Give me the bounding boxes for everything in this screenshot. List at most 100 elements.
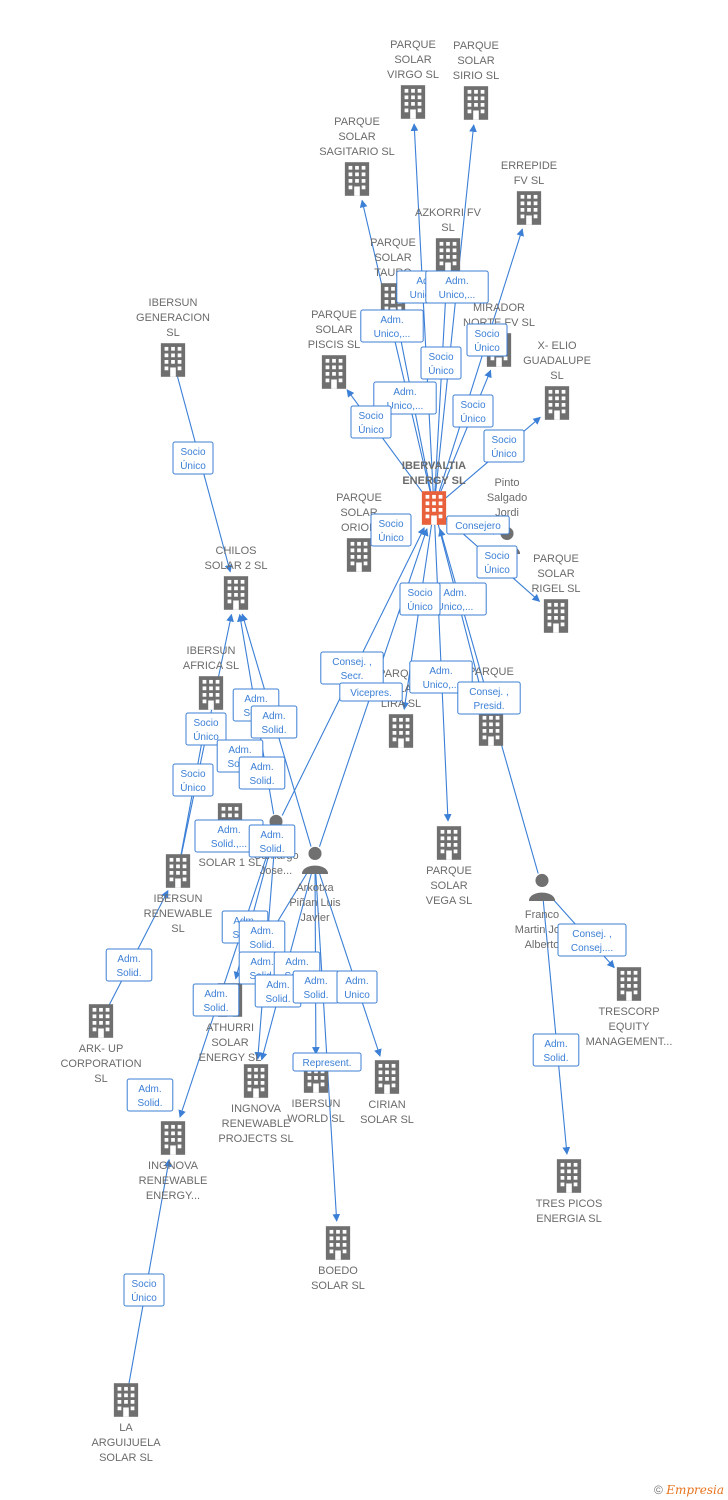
- node-label-azkorri: SL: [441, 222, 454, 234]
- edge-label[interactable]: Adm.Solid.: [238, 756, 286, 790]
- edge-label[interactable]: Adm.Solid.: [254, 974, 302, 1008]
- edge-label-text: Único: [474, 341, 500, 354]
- edge-label[interactable]: Consej. ,Consej....: [557, 923, 627, 957]
- edge-label[interactable]: Adm.Solid.: [105, 948, 153, 982]
- building-icon: [435, 238, 461, 272]
- edge-label[interactable]: Adm.Solid.: [192, 983, 240, 1017]
- node-label-chilos: CHILOS: [216, 545, 257, 557]
- node-label-vega: SOLAR: [430, 880, 467, 892]
- edge-label[interactable]: Adm.Solid.: [126, 1078, 174, 1112]
- edge-label-text: Único: [131, 1291, 157, 1304]
- edge-label[interactable]: Consej. ,Secr.: [320, 651, 384, 685]
- node-trescorp[interactable]: TRESCORPEQUITYMANAGEMENT...: [586, 967, 673, 1048]
- edge-label-box: [399, 582, 441, 616]
- edge-label[interactable]: Adm.Solid.,...: [194, 819, 264, 853]
- node-label-arkotxa: Piñan Luis: [289, 897, 341, 909]
- edge-label-text: Único: [491, 447, 517, 460]
- edge-label-text: Adm.: [445, 276, 468, 287]
- node-label-sirio: SOLAR: [457, 55, 494, 67]
- node-azkorri[interactable]: AZKORRI FV SL: [415, 207, 482, 272]
- node-label-virgo: SOLAR: [394, 54, 431, 66]
- edge-label[interactable]: Represent.: [292, 1052, 362, 1072]
- person-icon: [301, 846, 329, 874]
- node-ingnovaenergy[interactable]: INGNOVARENEWABLEENERGY...: [139, 1121, 208, 1202]
- edge-label[interactable]: Adm.Solid.: [292, 970, 340, 1004]
- edge-label-text: Socio: [407, 588, 432, 599]
- node-label-ibersunafrica: IBERSUN: [187, 645, 236, 657]
- edge-ibervaltia-sagitario: [359, 199, 432, 495]
- building-icon: [165, 854, 191, 888]
- edge-label[interactable]: Adm.Unico: [336, 970, 378, 1004]
- edge-label-box: [360, 309, 424, 343]
- edge-label[interactable]: Adm.Solid.: [250, 705, 298, 739]
- edge-label[interactable]: Adm.Unico,...: [360, 309, 424, 343]
- edge-label-text: Adm.: [262, 711, 285, 722]
- node-label-franco: Alberto: [525, 939, 560, 951]
- edge-label[interactable]: Consej. ,Presid.: [457, 681, 521, 715]
- node-label-azkorri: AZKORRI FV: [415, 207, 482, 219]
- edge-label-text: Solid.,...: [211, 839, 247, 850]
- node-label-cirian: SOLAR SL: [360, 1114, 414, 1126]
- edge-ibervaltia-virgo: [410, 123, 434, 495]
- edge-label[interactable]: Adm.Solid.: [248, 824, 296, 858]
- edge-label-text: Adm.: [250, 957, 273, 968]
- edge-label[interactable]: Vicepres.: [339, 682, 403, 702]
- building-icon: [388, 714, 414, 748]
- edge-label-box: [457, 681, 521, 715]
- edge-label[interactable]: Adm.Solid.: [532, 1033, 580, 1067]
- edge-label[interactable]: Adm.Unico,...: [409, 660, 473, 694]
- edge-label[interactable]: Adm.Unico,...: [425, 270, 489, 304]
- copyright-symbol: ©: [654, 1483, 663, 1497]
- building-icon: [556, 1159, 582, 1193]
- brand-logo[interactable]: Empresia: [666, 1483, 724, 1497]
- building-icon: [346, 538, 372, 572]
- building-icon: [400, 85, 426, 119]
- edge-ibervaltia-lira: [401, 521, 433, 710]
- edge-label[interactable]: Adm.Solid.: [238, 920, 286, 954]
- edge-label[interactable]: Consejero: [446, 515, 510, 535]
- node-label-xelio: X- ELIO: [537, 340, 577, 352]
- edge-label-text: Vicepres.: [350, 688, 392, 699]
- edge-label-box: [172, 441, 214, 475]
- node-label-ingnovaproj: INGNOVA: [231, 1103, 282, 1115]
- edge-label-text: Adm.: [117, 954, 140, 965]
